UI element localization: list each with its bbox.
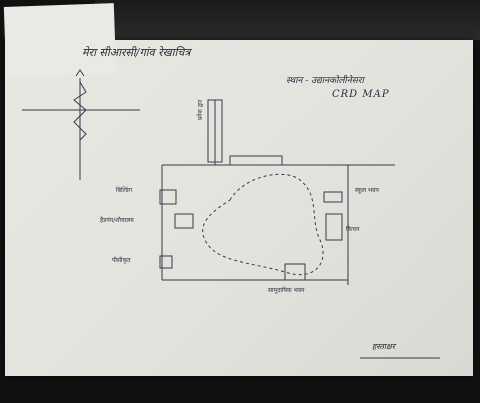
label-right-mid: किचन xyxy=(346,226,360,233)
label-left-mid: हैंडपंप/शौचालय xyxy=(100,217,134,224)
signature: हस्ताक्षर xyxy=(372,342,395,351)
label-right-top: स्कूल भवन xyxy=(355,187,379,194)
desk-surface xyxy=(95,0,480,40)
north-arrow-icon xyxy=(75,69,85,77)
paper-sheet xyxy=(5,40,473,376)
boundary-dashed xyxy=(202,173,324,276)
label-top-mid: प्रवेश द्वार xyxy=(197,99,204,120)
map-label: CRD MAP xyxy=(332,89,390,100)
left-building-3 xyxy=(159,255,173,269)
left-building-2 xyxy=(174,213,194,229)
right-building-1 xyxy=(323,191,343,203)
label-left-top: बिल्डिंग xyxy=(116,187,133,194)
label-bottom: सामुदायिक भवन xyxy=(268,287,305,294)
top-building xyxy=(207,99,223,163)
right-building-2 xyxy=(325,213,343,241)
top-bend xyxy=(229,155,283,165)
sketch-subtitle: स्थान - उद्यानकोलीनेसरा xyxy=(286,76,364,86)
left-building-1 xyxy=(159,189,177,205)
sketch-title: मेरा सीआरसी/गांव रेखाचित्र xyxy=(82,46,191,59)
bottom-building xyxy=(284,263,306,281)
compass-zigzag xyxy=(73,81,87,141)
label-left-bottom: पीसीकृत xyxy=(112,257,131,264)
